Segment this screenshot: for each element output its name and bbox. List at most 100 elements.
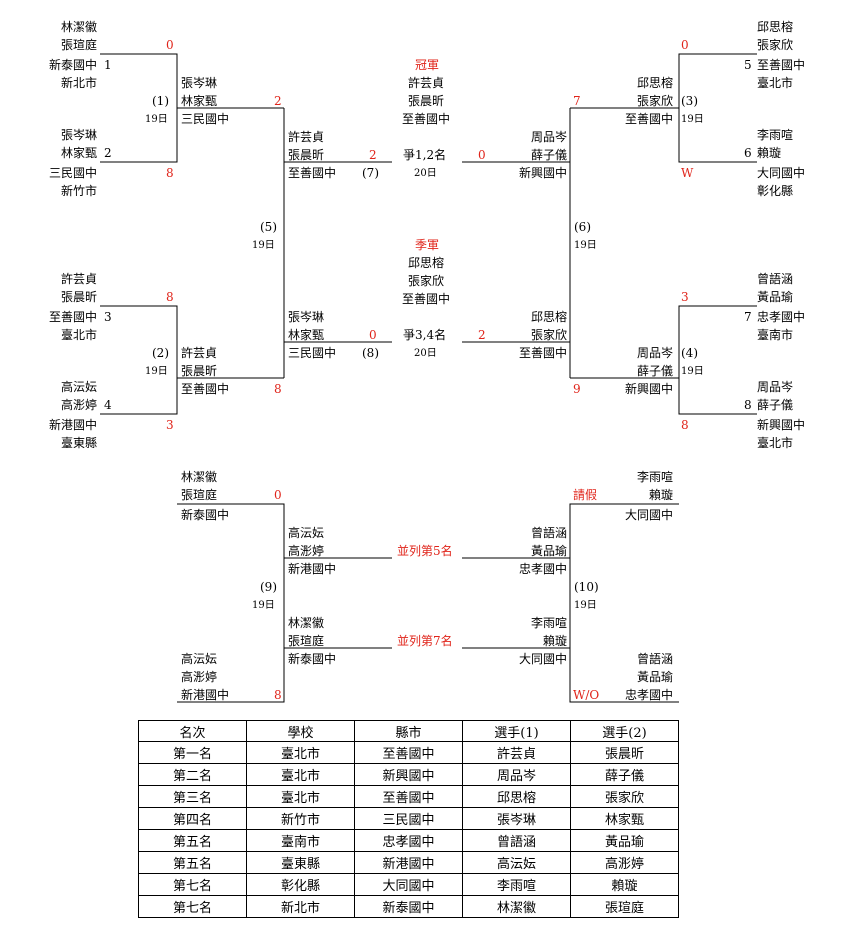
p7-seed: 7 (744, 310, 752, 324)
cell: 高沄妘 (462, 851, 571, 874)
m4-score: 9 (573, 382, 581, 396)
m8-score: 0 (369, 328, 377, 342)
m9-number: (9) (260, 580, 277, 594)
c4-school: 忠孝國中 (624, 688, 673, 702)
p4-score: 3 (166, 418, 174, 432)
m9-player-a: 高沄妘 (288, 526, 325, 540)
header-player-2: 選手(2) (570, 720, 679, 742)
m4-number: (4) (681, 346, 698, 360)
third-round-label: 爭3,4名 (403, 328, 447, 342)
p3-player-b: 張晨昕 (60, 290, 97, 304)
p2-school: 三民國中 (48, 166, 97, 180)
p2-score: 8 (166, 166, 174, 180)
m8-school: 三民國中 (288, 346, 337, 360)
cell: 第四名 (138, 807, 247, 830)
cell: 三民國中 (354, 807, 463, 830)
p8-seed: 8 (744, 398, 752, 412)
m1-day: 19日 (145, 114, 168, 125)
p2-player-a: 張岑琳 (60, 128, 97, 142)
m5-player-b: 張晨昕 (288, 148, 325, 162)
header-player-1: 選手(1) (462, 720, 571, 742)
p4-seed: 4 (104, 398, 112, 412)
cell: 高浵婷 (570, 851, 679, 874)
m10-loser-school: 大同國中 (518, 652, 567, 666)
cell: 邱思榕 (462, 785, 571, 808)
m1-player-b: 林家甄 (181, 94, 218, 108)
third-player-b: 張家欣 (408, 274, 445, 288)
cell: 至善國中 (354, 785, 463, 808)
m9-player-b2: 張瑄庭 (288, 634, 325, 648)
m3-player-b: 張家欣 (636, 94, 673, 108)
p8-score: 8 (681, 418, 689, 432)
table-row: 第七名 新北市 新泰國中 林潔徽 張瑄庭 (138, 895, 679, 918)
m6-player-b: 薛子儀 (530, 148, 567, 162)
cell: 第七名 (138, 895, 247, 918)
m10-loser-b: 賴璇 (542, 634, 567, 648)
m8r-score: 2 (478, 328, 486, 342)
p7-school: 忠孝國中 (757, 310, 806, 324)
m3-number: (3) (681, 94, 698, 108)
cell: 張瑄庭 (570, 895, 679, 918)
m10-number: (10) (574, 580, 599, 594)
m8-player-b: 林家甄 (288, 328, 325, 342)
p6-seed: 6 (744, 146, 752, 160)
p5-seed: 5 (744, 58, 752, 72)
final-day: 20日 (414, 168, 437, 179)
cell: 李雨喧 (462, 873, 571, 896)
m2-school: 至善國中 (181, 382, 230, 396)
cell: 新竹市 (246, 807, 355, 830)
cell: 臺北市 (246, 741, 355, 764)
cell: 第一名 (138, 741, 247, 764)
p5-school: 至善國中 (757, 58, 806, 72)
p8-player-b: 薛子儀 (757, 398, 794, 412)
p5-score: 0 (681, 38, 689, 52)
m3-day: 19日 (681, 114, 704, 125)
p7-player-a: 曾語涵 (757, 272, 794, 286)
champion-label: 冠軍 (415, 58, 440, 72)
m10-winner-school: 忠孝國中 (518, 562, 567, 576)
m9-day: 19日 (252, 600, 275, 611)
cell: 第五名 (138, 829, 247, 852)
cell: 新興國中 (354, 763, 463, 786)
c4-player-a: 曾語涵 (636, 652, 673, 666)
m9-school: 新港國中 (288, 562, 337, 576)
p8-school: 新興國中 (757, 418, 806, 432)
m6-player-a: 周品岑 (530, 130, 567, 144)
cell: 臺北市 (246, 763, 355, 786)
c2-player-a: 高沄妘 (181, 652, 218, 666)
p2-city: 新竹市 (60, 184, 97, 198)
m9-school2: 新泰國中 (288, 652, 337, 666)
table-row: 第五名 臺東縣 新港國中 高沄妘 高浵婷 (138, 851, 679, 874)
header-city: 縣市 (354, 720, 463, 742)
cell: 第五名 (138, 851, 247, 874)
m1-player-a: 張岑琳 (181, 76, 218, 90)
m1-number: (1) (152, 94, 169, 108)
cell: 新港國中 (354, 851, 463, 874)
m10-day: 19日 (574, 600, 597, 611)
cell: 臺南市 (246, 829, 355, 852)
cell: 賴璇 (570, 873, 679, 896)
c4-score: W/O (573, 688, 600, 702)
c4-player-b: 黃品瑜 (636, 670, 673, 684)
m9-player-a2: 林潔徽 (288, 616, 325, 630)
m3-school: 至善國中 (624, 112, 673, 126)
results-table: 名次 學校 縣市 選手(1) 選手(2) 第一名 臺北市 至善國中 許芸貞 張晨… (138, 720, 679, 918)
c1-player-b: 張瑄庭 (181, 488, 218, 502)
p8-city: 臺北市 (757, 436, 794, 450)
m2-number: (2) (152, 346, 169, 360)
p4-player-b: 高浵婷 (60, 398, 97, 412)
p8-player-a: 周品岑 (757, 380, 794, 394)
results-header-row: 名次 學校 縣市 選手(1) 選手(2) (138, 720, 679, 742)
p6-score: W (681, 166, 694, 180)
p3-seed: 3 (104, 310, 112, 324)
third-player-a: 邱思榕 (408, 256, 445, 270)
cell: 第三名 (138, 785, 247, 808)
m1-school: 三民國中 (181, 112, 230, 126)
p1-school: 新泰國中 (48, 58, 97, 72)
cell: 至善國中 (354, 741, 463, 764)
p7-player-b: 黃品瑜 (757, 290, 794, 304)
cell: 曾語涵 (462, 829, 571, 852)
p1-player-a: 林潔徽 (60, 20, 97, 34)
cell: 彰化縣 (246, 873, 355, 896)
